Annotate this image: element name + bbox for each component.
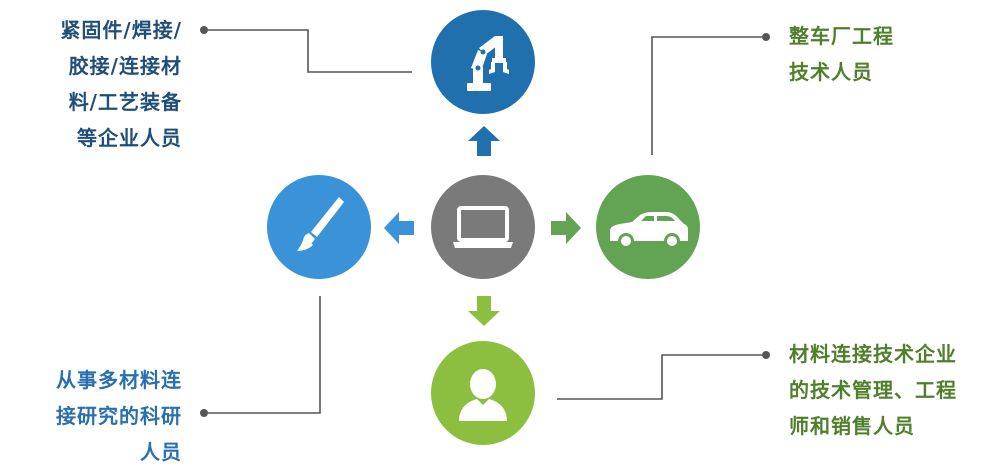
label-line: 师和销售人员: [789, 414, 915, 438]
node-left: [267, 175, 371, 279]
node-top: [431, 10, 535, 114]
label-line: 技术人员: [789, 60, 873, 84]
label-line: 从事多材料连: [56, 368, 182, 392]
node-right: [596, 175, 700, 279]
paintbrush-icon: [297, 197, 344, 251]
laptop-icon: [453, 206, 513, 248]
connector-dot-top-left: [200, 26, 208, 34]
label-line: 整车厂工程: [789, 24, 894, 48]
robot-arm-icon: [467, 36, 509, 91]
arrow-up: [468, 126, 500, 156]
label-line: 人员: [140, 440, 182, 464]
label-line: 料/工艺装备: [68, 90, 182, 114]
label-top-left: 紧固件/焊接/ 胶接/连接材 料/工艺装备 等企业人员: [60, 12, 182, 156]
label-line: 接研究的科研: [56, 404, 182, 428]
arrow-left: [384, 212, 414, 244]
label-line: 胶接/连接材: [68, 54, 182, 78]
label-bottom-right: 材料连接技术企业 的技术管理、工程 师和销售人员: [789, 336, 957, 444]
label-line: 等企业人员: [77, 126, 182, 150]
car-icon: [610, 212, 688, 249]
label-line: 的技术管理、工程: [789, 378, 957, 402]
connector-dot-top-right: [762, 33, 770, 41]
connector-dot-bottom-right: [762, 351, 770, 359]
label-top-right: 整车厂工程 技术人员: [789, 18, 894, 90]
connector-dot-bottom-left: [200, 409, 208, 417]
connector-top-right: [651, 36, 762, 155]
connector-top-left: [208, 29, 412, 73]
connector-lines: [200, 26, 770, 417]
arrow-right: [551, 212, 581, 244]
arrow-down: [468, 296, 500, 326]
person-icon: [459, 369, 507, 421]
connector-bottom-left: [208, 296, 321, 414]
node-bottom: [431, 341, 535, 445]
connector-bottom-right: [557, 354, 762, 400]
label-line: 紧固件/焊接/: [60, 18, 182, 42]
node-center: [431, 175, 535, 279]
label-line: 材料连接技术企业: [789, 342, 957, 366]
